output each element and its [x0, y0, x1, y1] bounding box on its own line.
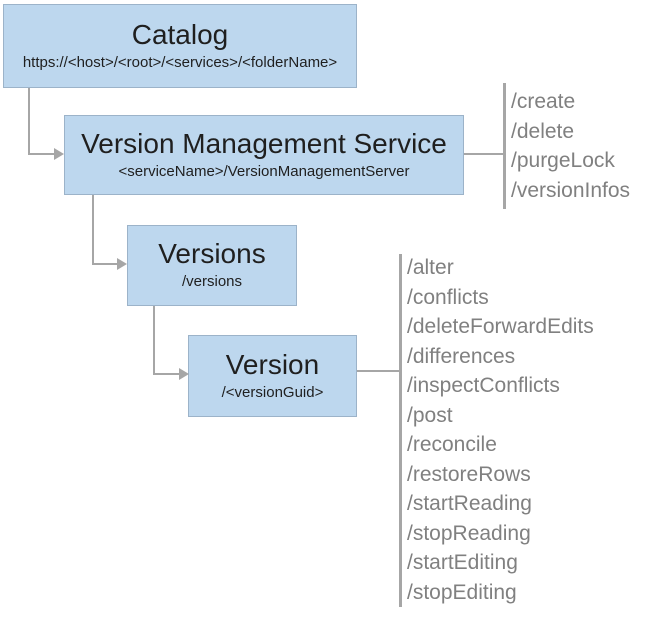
operation-item: /startReading — [407, 492, 532, 515]
connector-versions-to-version-vertical — [153, 306, 155, 375]
connector-catalog-to-service-vertical — [28, 88, 30, 154]
operation-item: /delete — [511, 119, 575, 143]
operation-item: /differences — [407, 344, 516, 368]
connector-version-to-operations — [357, 370, 400, 372]
connector-versions-to-version-horizontal — [153, 373, 180, 375]
operation-item: /post — [407, 403, 453, 427]
operation-item: /inspectConflicts — [407, 374, 560, 397]
operation-item: /reconcile — [407, 433, 497, 456]
version-operations-rail — [399, 254, 402, 607]
node-catalog: Catalog https://<host>/<root>/<services>… — [3, 4, 357, 88]
connector-service-to-versions-horizontal — [92, 263, 118, 265]
version-operations-list: /alter /conflicts /deleteForwardEdits /d… — [407, 253, 594, 607]
node-version: Version /<versionGuid> — [188, 335, 357, 417]
operation-item: /conflicts — [407, 285, 489, 309]
service-operations-list: /create /delete /purgeLock /versionInfos — [511, 87, 630, 205]
node-version-title: Version — [225, 348, 320, 380]
node-catalog-title: Catalog — [131, 18, 229, 50]
node-versions: Versions /versions — [127, 225, 297, 306]
operation-item: /alter — [407, 256, 454, 279]
operation-item: /stopEditing — [407, 580, 517, 604]
node-versions-title: Versions — [158, 238, 266, 270]
connector-service-to-operations — [464, 153, 504, 155]
arrowhead-icon — [54, 148, 64, 160]
node-version-management-service: Version Management Service <serviceName>… — [64, 115, 464, 195]
operation-item: /create — [511, 90, 576, 113]
operation-item: /purgeLock — [511, 149, 615, 172]
connector-catalog-to-service-horizontal — [28, 153, 55, 155]
operation-item: /deleteForwardEdits — [407, 315, 594, 338]
operation-item: /versionInfos — [511, 178, 631, 202]
operation-item: /restoreRows — [407, 462, 531, 486]
connector-service-to-versions-vertical — [92, 195, 94, 265]
node-catalog-url-template: https://<host>/<root>/<services>/<folder… — [22, 53, 338, 71]
node-version-management-service-url-template: <serviceName>/VersionManagementServer — [118, 162, 410, 180]
node-versions-url-template: /versions — [181, 273, 243, 291]
operation-item: /stopReading — [407, 521, 531, 545]
node-version-management-service-title: Version Management Service — [81, 127, 447, 159]
operation-item: /startEditing — [407, 551, 518, 574]
node-version-url-template: /<versionGuid> — [221, 383, 324, 401]
service-operations-rail — [503, 83, 506, 209]
arrowhead-icon — [117, 258, 127, 270]
arrowhead-icon — [179, 368, 189, 380]
